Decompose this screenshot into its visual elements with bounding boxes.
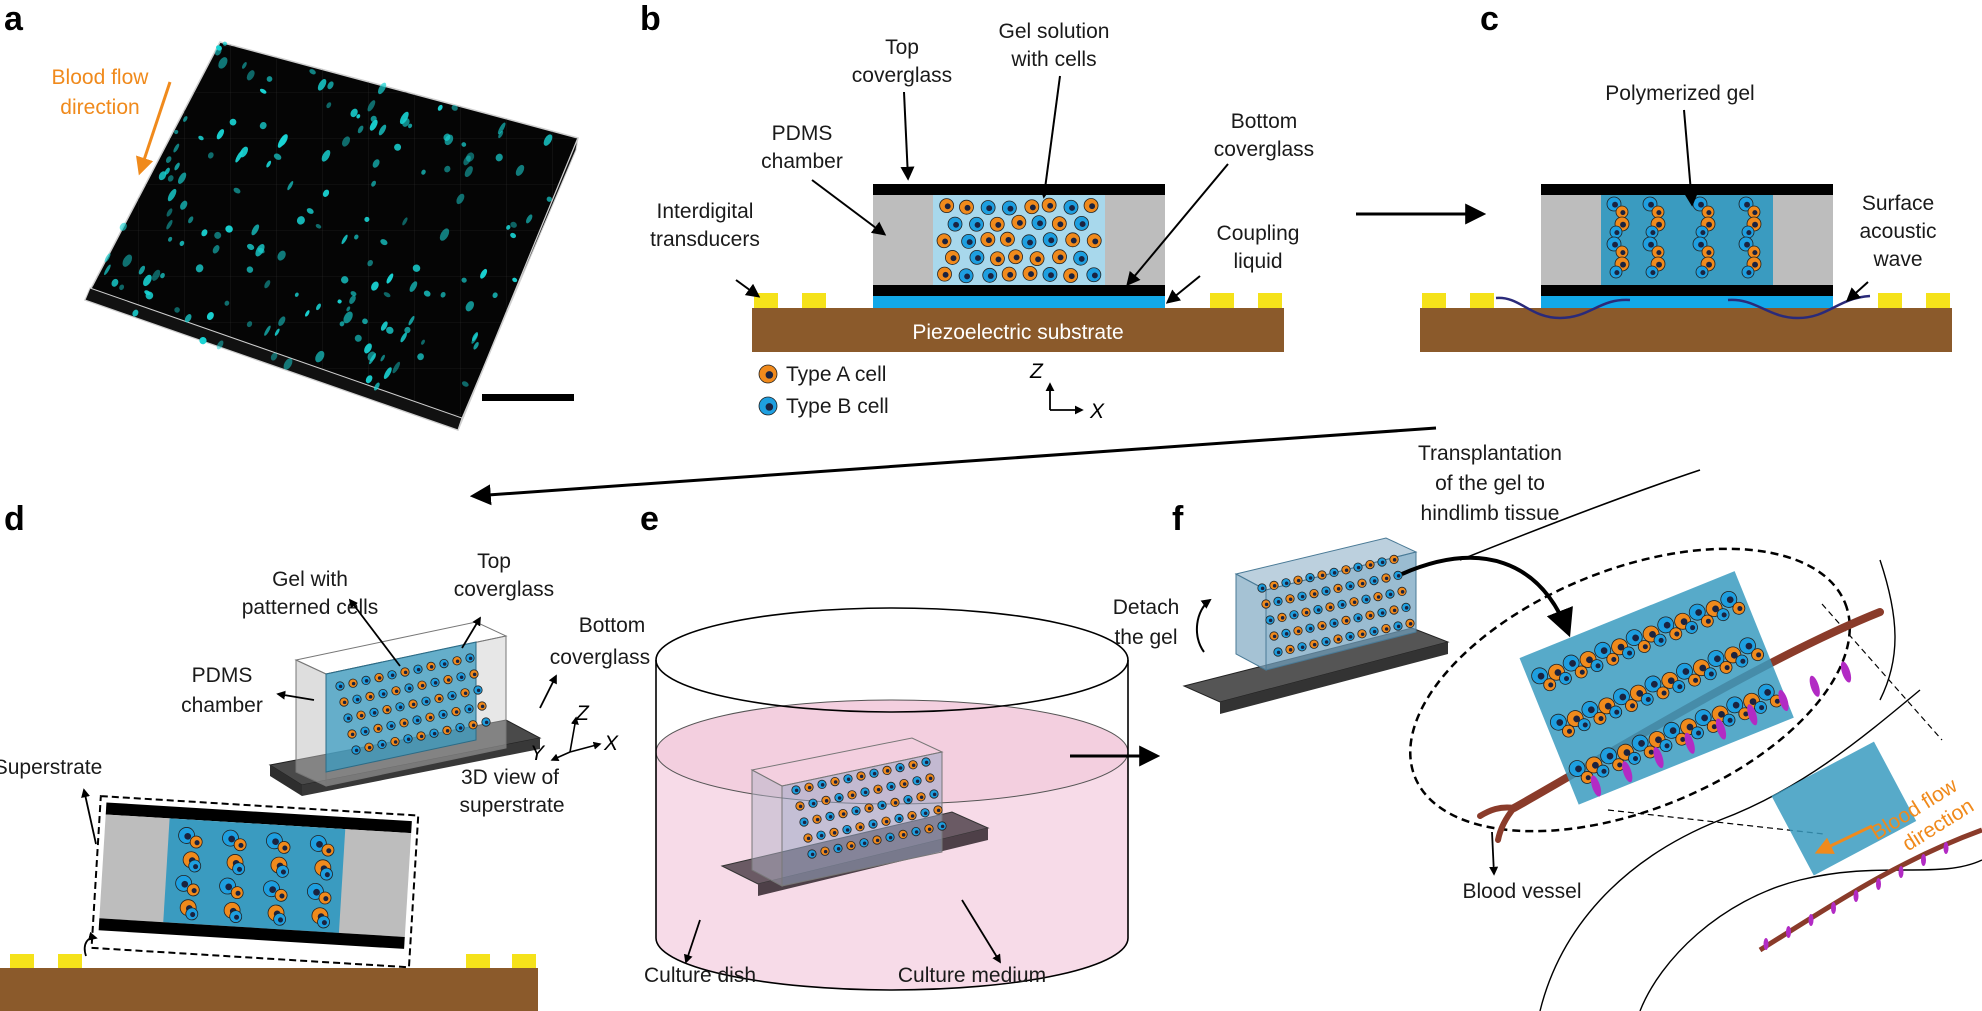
panel-c: c Polymerized gel Surface acoustic wave (1420, 0, 1952, 352)
panel-letter-a: a (4, 0, 24, 38)
panel-b: b Piezoelectric substrate Top coverglass… (640, 0, 1314, 423)
label-culture-medium: Culture medium (898, 964, 1046, 987)
label-3d-view-1: 3D view of (461, 766, 559, 789)
label-gel-solution-2: with cells (1010, 48, 1096, 71)
axis-y-d: Y (530, 742, 546, 765)
axis-x-d: X (603, 732, 619, 755)
flow-arrow-a (136, 81, 172, 176)
label-3d-view-2: superstrate (459, 794, 564, 817)
microscopy-volume (83, 41, 580, 431)
panel-letter-e: e (640, 500, 659, 538)
label-coupling-1: Coupling (1217, 222, 1300, 245)
legend-type-b: Type B cell (786, 395, 889, 418)
detached-gel (1182, 537, 1450, 714)
label-idt-2: transducers (650, 228, 760, 251)
panel-letter-f: f (1172, 500, 1184, 538)
label-coupling-2: liquid (1233, 250, 1282, 273)
label-bottom-coverglass-d-1: Bottom (579, 614, 646, 637)
transducers-c (1422, 293, 1950, 308)
label-idt-1: Interdigital (657, 200, 754, 223)
superstrate-3d (268, 621, 542, 796)
patterned-cells-3d (335, 653, 491, 755)
scale-bar (482, 394, 574, 401)
saw-left (1495, 296, 1631, 320)
arrow-c-to-d (469, 426, 1437, 506)
label-gel-patterned-2: patterned cells (242, 596, 379, 619)
zoom-ellipse (1408, 547, 1852, 833)
substrate-c (1420, 308, 1952, 352)
label-detach-2: the gel (1114, 626, 1177, 649)
label-pdms-d-1: PDMS (192, 664, 253, 687)
label-transplant-1: Transplantation (1418, 442, 1562, 465)
axes-d: Z X Y (530, 702, 619, 765)
flow-label-a-2: direction (60, 96, 139, 119)
label-bottom-coverglass-d-2: coverglass (550, 646, 650, 669)
panel-a: a Blood flow direction (4, 0, 580, 431)
culture-dish-rim (655, 607, 1129, 713)
panel-f: f Detach the gel Transplantation of the … (1113, 442, 1982, 1011)
top-coverglass (873, 184, 1165, 195)
axes-b: Z X (1029, 360, 1105, 423)
label-transplant-2: of the gel to (1435, 472, 1545, 495)
label-bottom-coverglass-2: coverglass (1214, 138, 1314, 161)
panel-letter-d: d (4, 500, 25, 538)
label-top-coverglass-d-2: coverglass (454, 578, 554, 601)
superstrate-tilted (90, 795, 420, 969)
fluorescent-cells (104, 41, 553, 391)
axis-z-b: Z (1029, 360, 1044, 383)
panel-letter-b: b (640, 0, 661, 38)
label-detach-1: Detach (1113, 596, 1180, 619)
gel-in-dish (720, 737, 990, 896)
label-gel-patterned-1: Gel with (272, 568, 348, 591)
piezoelectric-substrate (752, 308, 1284, 352)
axis-x-b: X (1089, 400, 1105, 423)
label-superstrate: Superstrate (0, 756, 102, 779)
panel-e: e Culture dish Culture medium (640, 500, 1129, 991)
label-pdms-2: chamber (761, 150, 843, 173)
panel-letter-c: c (1480, 0, 1499, 38)
vessel-rings (1590, 661, 1852, 797)
label-saw-1: Surface (1862, 192, 1934, 215)
label-pdms-1: PDMS (772, 122, 833, 145)
substrate-d (0, 968, 538, 1011)
label-top-coverglass-2: coverglass (852, 64, 952, 87)
legend-type-a: Type A cell (786, 363, 886, 386)
flow-label-a-1: Blood flow (52, 66, 150, 89)
label-saw-2: acoustic (1859, 220, 1936, 243)
label-top-coverglass-d-1: Top (477, 550, 511, 573)
axis-z-d: Z (575, 702, 590, 725)
substrate-label: Piezoelectric substrate (912, 321, 1123, 344)
gel-on-tissue (1519, 571, 1794, 805)
label-transplant-3: hindlimb tissue (1421, 502, 1560, 525)
coupling-liquid (873, 296, 1165, 308)
label-polymerized-gel: Polymerized gel (1605, 82, 1754, 105)
transducers-d (10, 954, 536, 968)
label-blood-vessel: Blood vessel (1462, 880, 1581, 903)
cell-legend: Type A cell Type B cell (758, 363, 889, 418)
label-gel-solution-1: Gel solution (999, 20, 1110, 43)
label-top-coverglass-1: Top (885, 36, 919, 59)
transplant-arrow (1401, 555, 1573, 638)
label-pdms-d-2: chamber (181, 694, 263, 717)
label-saw-3: wave (1872, 248, 1922, 271)
panel-d: d Z X Y Gel with patterned ce (0, 500, 650, 1011)
gel-on-leg (1771, 741, 1917, 876)
label-culture-dish: Culture dish (644, 964, 756, 987)
random-cells (936, 197, 1102, 284)
label-bottom-coverglass-1: Bottom (1231, 110, 1298, 133)
bottom-coverglass (873, 285, 1165, 296)
